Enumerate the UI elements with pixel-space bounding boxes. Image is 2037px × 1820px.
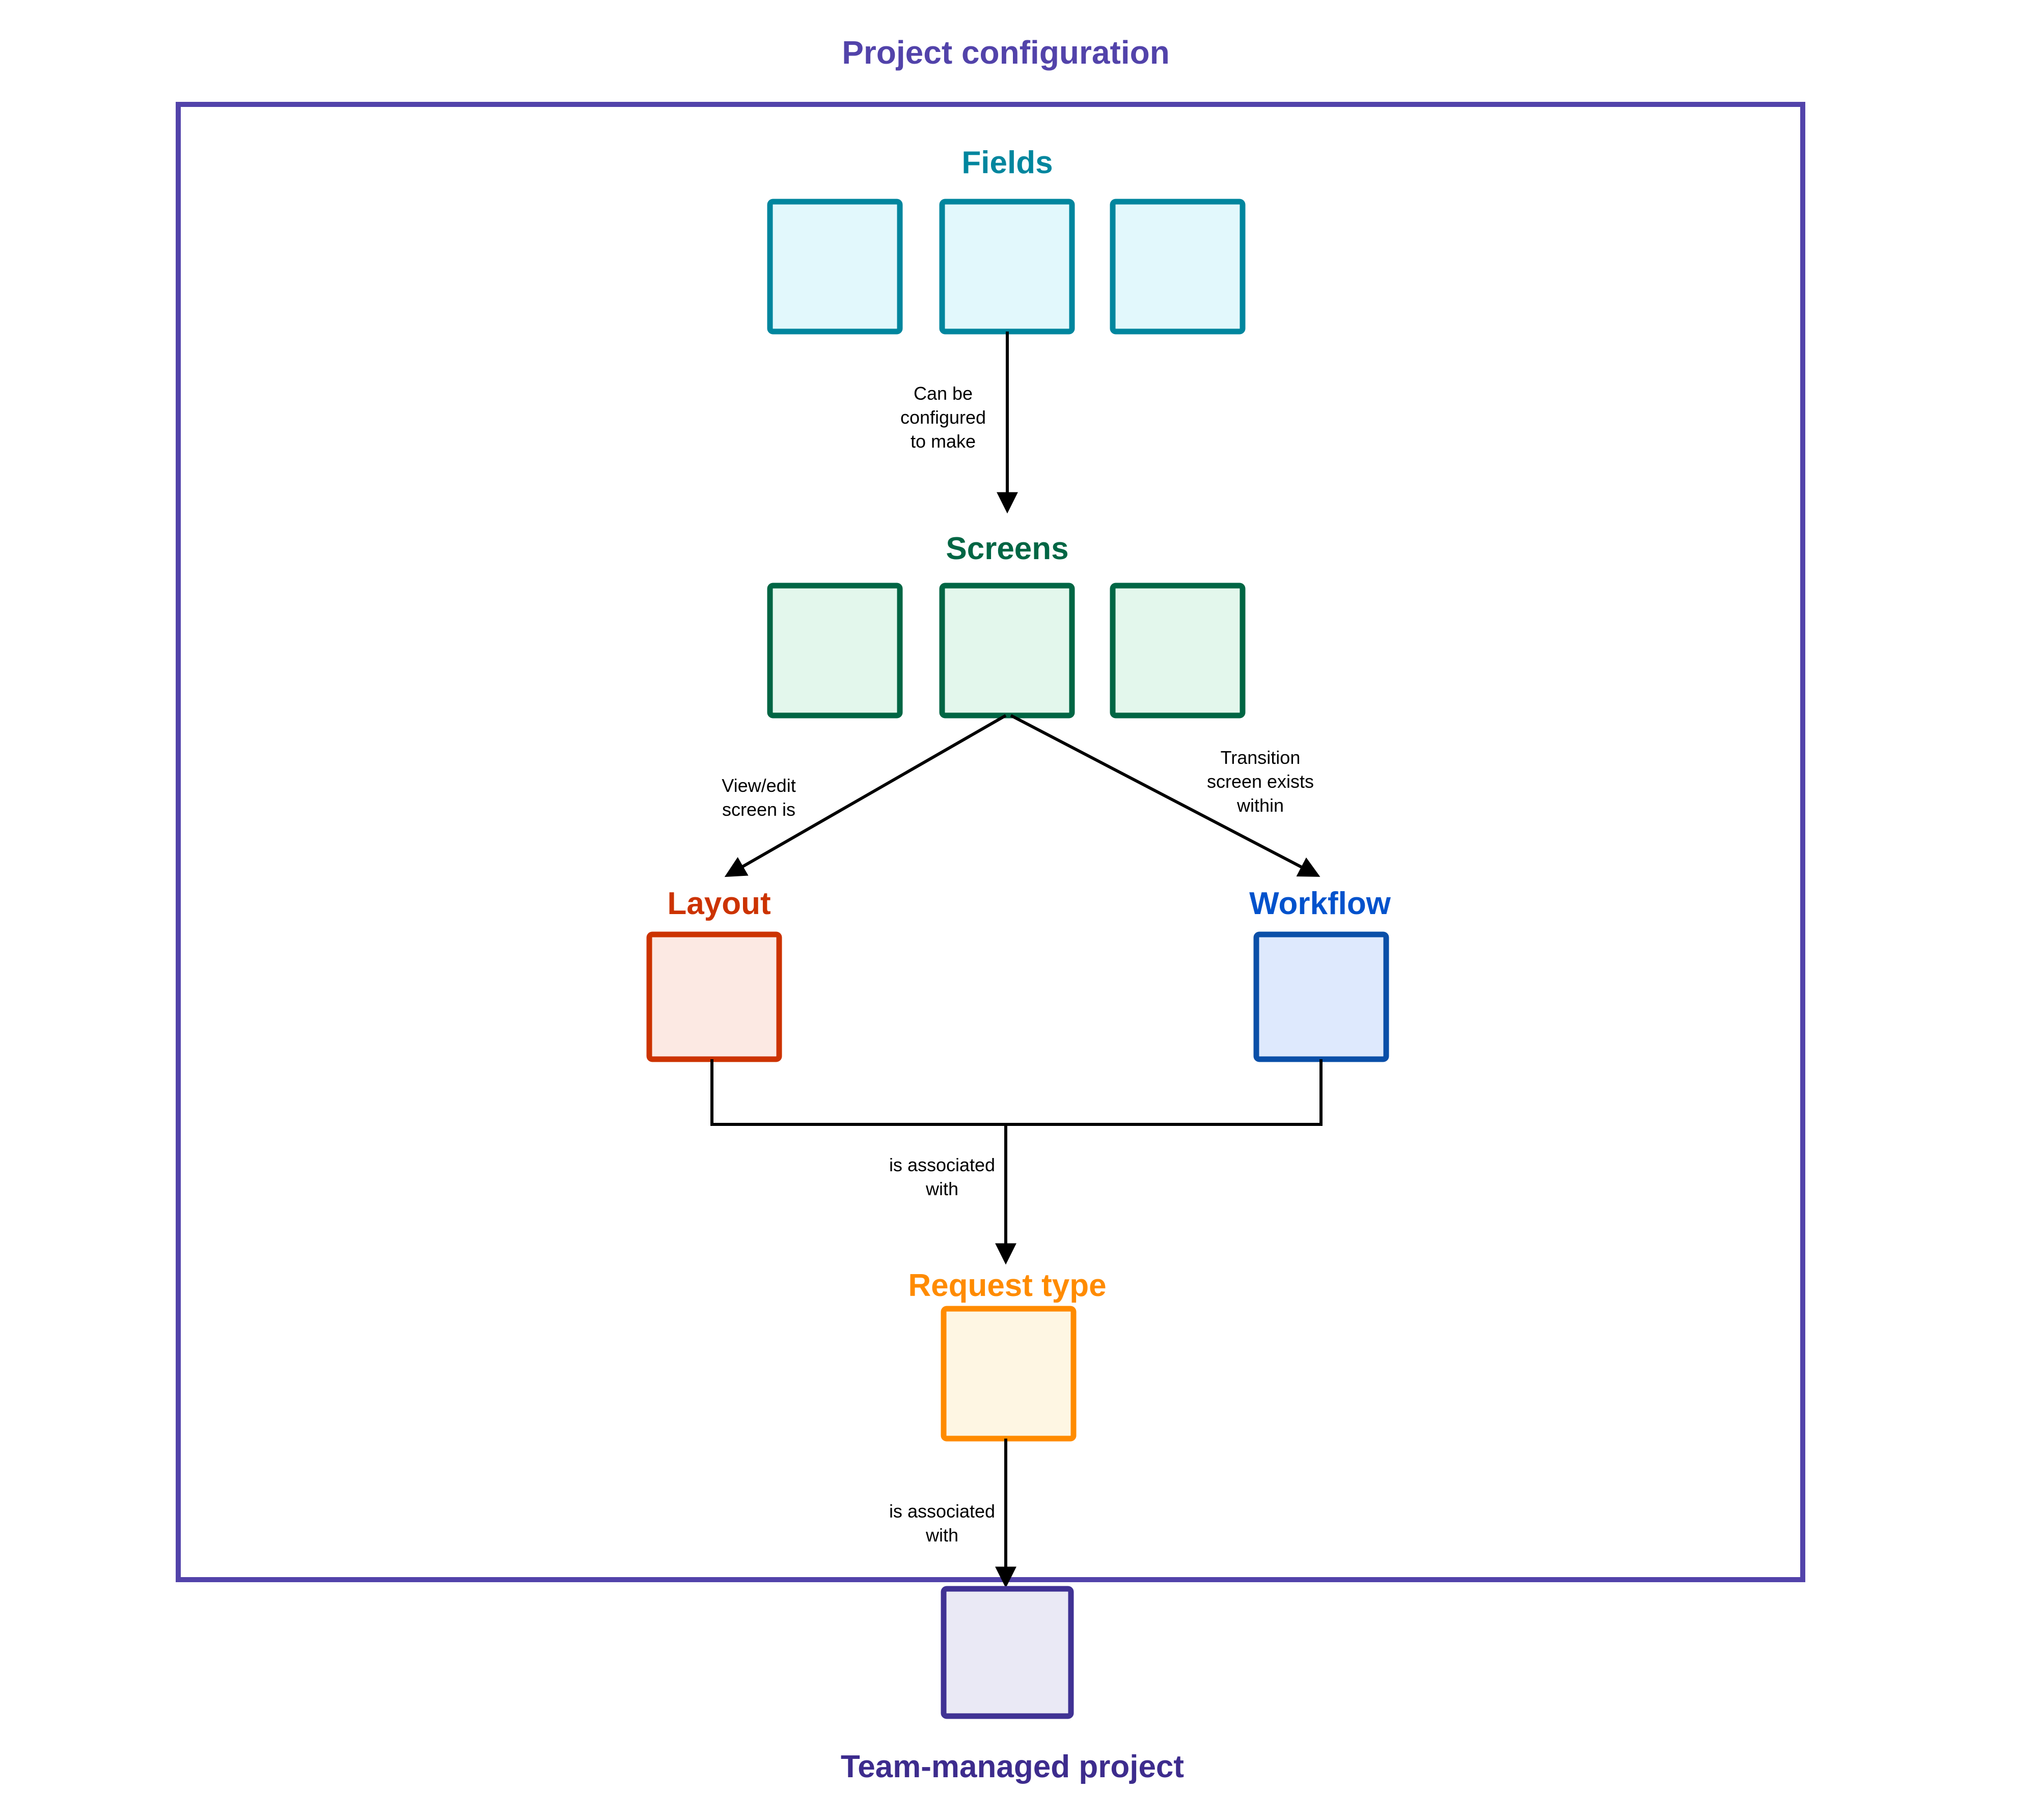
screen-node-2[interactable] bbox=[939, 583, 1075, 719]
frame-title: Project configuration bbox=[842, 34, 1170, 71]
edge-request-type-to-project: is associated with bbox=[889, 1439, 1016, 1588]
edge-label-fields-screens-l3: to make bbox=[911, 431, 976, 452]
field-node-3[interactable] bbox=[1110, 199, 1246, 335]
edge-label-merge-request-l1: is associated bbox=[889, 1154, 995, 1175]
group-label-team-managed-project: Team-managed project bbox=[841, 1749, 1184, 1784]
edge-label-screens-workflow-l1: Transition bbox=[1221, 747, 1301, 768]
group-fields: Fields bbox=[767, 145, 1246, 335]
edge-label-merge-request-l2: with bbox=[925, 1178, 958, 1199]
edge-label-fields-screens-l1: Can be bbox=[914, 383, 973, 404]
edge-line-screens-workflow bbox=[1010, 714, 1320, 877]
group-label-request-type: Request type bbox=[908, 1268, 1106, 1303]
edge-label-screens-workflow-l2: screen exists bbox=[1207, 771, 1314, 792]
edge-fields-to-screens: Can be configured to make bbox=[900, 332, 1018, 514]
layout-node-1[interactable] bbox=[646, 931, 782, 1062]
edge-screens-to-workflow: Transition screen exists within bbox=[1010, 714, 1320, 877]
workflow-node-1[interactable] bbox=[1253, 931, 1389, 1062]
edge-label-request-project-l2: with bbox=[925, 1525, 958, 1546]
group-team-managed-project: Team-managed project bbox=[841, 1586, 1184, 1784]
group-layout: Layout bbox=[646, 886, 782, 1062]
edge-label-fields-screens-l2: configured bbox=[900, 407, 986, 428]
edge-screens-to-layout: View/edit screen is bbox=[722, 714, 1007, 877]
group-request-type: Request type bbox=[908, 1268, 1107, 1442]
edge-label-request-project-l1: is associated bbox=[889, 1501, 995, 1522]
group-label-layout: Layout bbox=[667, 886, 770, 921]
edge-label-screens-layout-l1: View/edit bbox=[722, 775, 795, 796]
group-screens: Screens bbox=[767, 531, 1246, 719]
frame-border bbox=[176, 102, 1805, 1582]
request-type-node-1[interactable] bbox=[941, 1306, 1077, 1442]
edge-layout-workflow-to-request-type: is associated with bbox=[710, 1059, 1323, 1265]
team-managed-project-node-1[interactable] bbox=[941, 1586, 1074, 1719]
group-label-workflow: Workflow bbox=[1249, 886, 1391, 921]
project-configuration-frame: Project configuration bbox=[176, 34, 1805, 1582]
screen-node-3[interactable] bbox=[1110, 583, 1246, 719]
field-node-2[interactable] bbox=[939, 199, 1075, 335]
edge-line-screens-layout bbox=[724, 714, 1007, 877]
edge-label-screens-workflow-l3: within bbox=[1236, 795, 1284, 816]
edge-label-screens-layout-l2: screen is bbox=[722, 799, 795, 820]
edge-merge-bracket bbox=[710, 1059, 1323, 1126]
field-node-1[interactable] bbox=[767, 199, 903, 335]
group-workflow: Workflow bbox=[1249, 886, 1391, 1062]
screen-node-1[interactable] bbox=[767, 583, 903, 719]
group-label-screens: Screens bbox=[946, 531, 1068, 566]
group-label-fields: Fields bbox=[961, 145, 1053, 180]
